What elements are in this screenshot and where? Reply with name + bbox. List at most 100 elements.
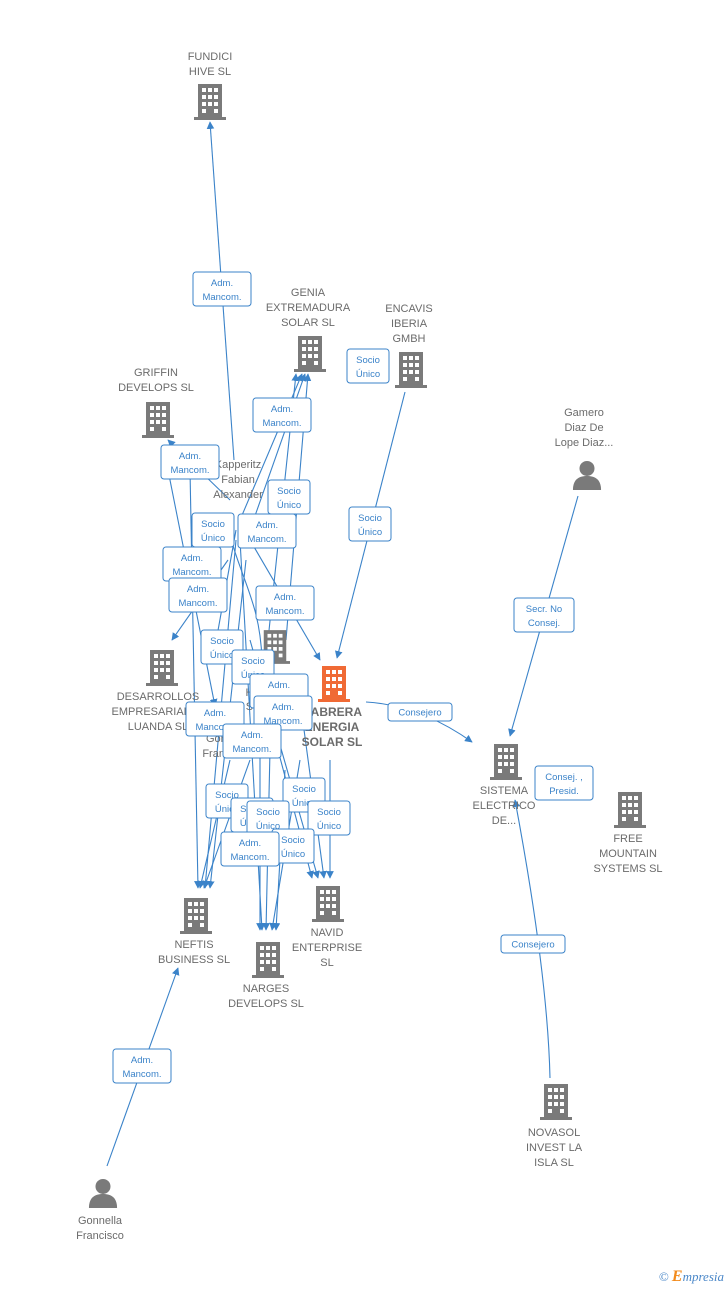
svg-text:Adm.Mancom.: Adm.Mancom. [263, 702, 302, 727]
edge-label-adm-mancom: Adm.Mancom. [253, 695, 313, 731]
svg-text:Consej. ,Presid.: Consej. ,Presid. [545, 772, 583, 797]
svg-text:Adm.Mancom.: Adm.Mancom. [122, 1055, 161, 1080]
edge [202, 759, 251, 889]
building-icon [194, 84, 226, 120]
svg-text:Adm.Mancom.: Adm.Mancom. [178, 584, 217, 609]
edge-label-consejero: Consejero [500, 934, 566, 954]
building-icon [294, 336, 326, 372]
svg-text:Consejero: Consejero [511, 940, 554, 951]
edge-label-adm-mancom: Adm.Mancom. [222, 723, 282, 759]
building-icon [395, 352, 427, 388]
edge-label-adm-mancom: Adm.Mancom. [252, 397, 312, 433]
edge [189, 469, 202, 889]
edge-label-adm-mancom: Adm.Mancom. [160, 444, 220, 480]
building-icon [614, 792, 646, 828]
building-icon [252, 942, 284, 978]
edge-label-adm-mancom: Adm.Mancom. [192, 271, 252, 307]
edge-label-adm-mancom: Adm.Mancom. [220, 831, 280, 867]
brand-name: mpresia [682, 1269, 724, 1284]
building-icon [490, 744, 522, 780]
edge-label-adm-mancom: Adm.Mancom. [255, 585, 315, 621]
building-icon [146, 650, 178, 686]
svg-text:Adm.Mancom.: Adm.Mancom. [195, 708, 234, 733]
edge-label-adm-mancom: Adm.Mancom. [162, 546, 222, 582]
copyright-symbol: © [658, 1269, 669, 1284]
svg-text:Adm.Mancom.: Adm.Mancom. [265, 592, 304, 617]
svg-text:Adm.Mancom.: Adm.Mancom. [230, 838, 269, 863]
edges [106, 121, 579, 1167]
edge-label-consejero: Consejero [387, 702, 453, 722]
person-icon [572, 460, 602, 490]
svg-text:Adm.Mancom.: Adm.Mancom. [170, 451, 209, 476]
person-icon [88, 1178, 118, 1208]
brand-logo-letter: E [671, 1268, 683, 1285]
edge-label-consej-presid: Consej. ,Presid. [534, 765, 594, 801]
svg-text:Adm.Mancom.: Adm.Mancom. [247, 520, 286, 545]
building-icon [318, 666, 350, 702]
svg-text:Adm.Mancom.: Adm.Mancom. [172, 553, 211, 578]
svg-text:Consejero: Consejero [398, 708, 441, 719]
edge-label-adm-mancom: Adm.Mancom. [112, 1048, 172, 1084]
svg-text:Adm.Mancom.: Adm.Mancom. [262, 404, 301, 429]
edge [197, 759, 231, 889]
building-icon [312, 886, 344, 922]
building-icon [180, 898, 212, 934]
svg-text:Adm.Mancom.: Adm.Mancom. [202, 278, 241, 303]
building-icon [142, 402, 174, 438]
edge-label-adm-mancom: Adm.Mancom. [237, 513, 297, 549]
building-icon [540, 1084, 572, 1120]
svg-text:Adm.Mancom.: Adm.Mancom. [232, 730, 271, 755]
edge-label-adm-mancom: Adm.Mancom. [168, 577, 228, 613]
brand-watermark: © Empresia [659, 1268, 724, 1286]
